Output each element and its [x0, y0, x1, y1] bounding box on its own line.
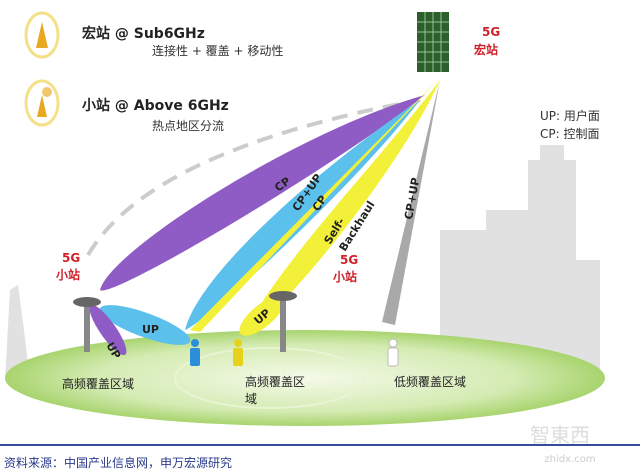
legend-macro-desc: 连接性 + 覆盖 + 移动性 — [152, 43, 283, 58]
backhaul-dashed-arc — [86, 98, 421, 257]
watermark-domain: zhidx.com — [544, 454, 595, 465]
legend-macro-title: 宏站 @ Sub6GHz — [82, 25, 205, 42]
small-station-right-5g: 5G — [340, 253, 358, 267]
beam-blue-up — [99, 305, 191, 345]
area-label-left: 高频覆盖区域 — [62, 376, 134, 391]
beam-label-up-blue: UP — [142, 323, 159, 336]
source-note: 资料来源：中国产业信息网，申万宏源研究 — [4, 455, 232, 470]
user-blue-icon — [190, 339, 200, 366]
small-cell-left — [73, 297, 101, 352]
coverage-zone-small — [174, 347, 366, 409]
macro-tower-icon — [24, 11, 60, 59]
area-label-middle-2: 域 — [245, 392, 257, 406]
small-cell-right — [269, 291, 297, 352]
user-white-icon — [387, 338, 399, 367]
small-station-left-label: 小站 — [56, 267, 80, 282]
beam-purple — [100, 95, 425, 291]
small-station-right-label: 小站 — [333, 269, 357, 284]
macro-station-label-5g: 5G — [482, 25, 500, 39]
beam-yellow-1 — [190, 78, 440, 332]
watermark-logo: 智東西 — [530, 423, 590, 447]
user-yellow-icon — [233, 339, 243, 366]
area-label-middle-1: 高频覆盖区 — [245, 374, 305, 389]
legend-up: UP: 用户面 — [540, 108, 600, 123]
beam-label-cp-up-grey: CP+UP — [402, 177, 422, 221]
legend-small-title: 小站 @ Above 6GHz — [82, 97, 229, 114]
area-label-right: 低频覆盖区域 — [394, 375, 466, 389]
beam-yellow-2 — [245, 80, 440, 330]
beam-yellow-up — [239, 296, 285, 336]
beam-grey — [382, 80, 440, 325]
small-cell-icon — [24, 79, 60, 127]
legend-small-desc: 热点地区分流 — [152, 119, 224, 133]
macro-station-tower — [417, 12, 449, 72]
small-station-left-5g: 5G — [62, 251, 80, 265]
beam-purple-up — [89, 305, 127, 355]
ground-coverage — [5, 330, 605, 426]
macro-station-label: 宏站 — [474, 42, 498, 57]
legend-cp: CP: 控制面 — [540, 127, 599, 141]
